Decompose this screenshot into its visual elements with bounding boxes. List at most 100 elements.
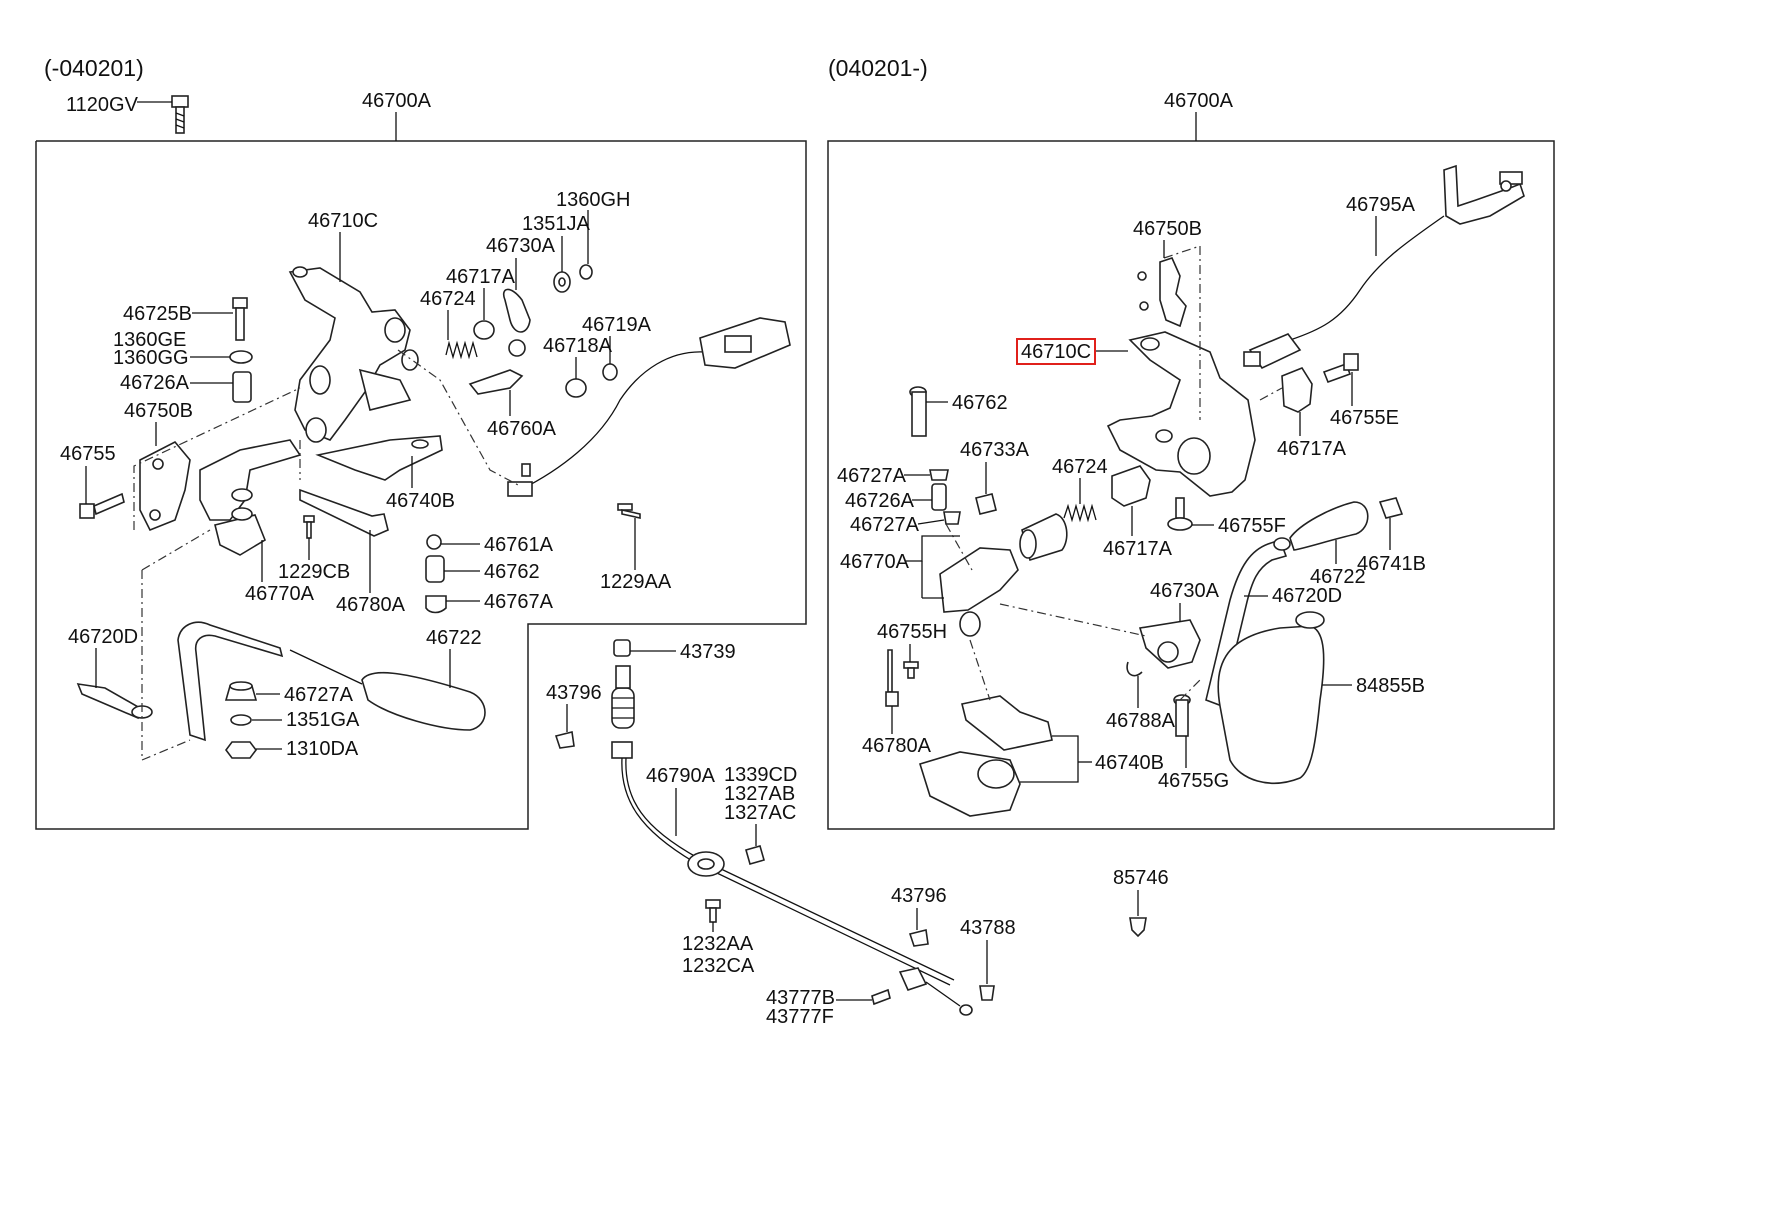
- part-label: 43777F: [766, 1006, 834, 1028]
- lever-icon: [468, 369, 524, 395]
- highlight-box: [1016, 338, 1096, 365]
- header-right: (040201-): [828, 55, 928, 81]
- shift-boot-icon: [1217, 611, 1325, 784]
- clip-icon: [908, 929, 929, 947]
- part-label: 46733A: [960, 439, 1030, 461]
- part-label: 1232AA: [682, 933, 754, 955]
- bushing-icon: [979, 985, 995, 1001]
- screw-icon: [617, 503, 641, 519]
- part-label: 46730A: [486, 235, 556, 257]
- part-label: 46790A: [646, 765, 716, 787]
- part-label: 43796: [546, 682, 602, 704]
- clip-icon: [1378, 497, 1404, 519]
- part-label: 46722: [426, 627, 482, 649]
- part-label: 46717A: [1277, 438, 1347, 460]
- part-label: 84855B: [1356, 675, 1425, 697]
- part-label: 46741B: [1357, 553, 1426, 575]
- part-label: 46788A: [1106, 710, 1176, 732]
- ball-stud-icon: [503, 288, 531, 357]
- spacer-icon: [232, 371, 252, 403]
- part-label: 46726A: [845, 490, 915, 512]
- clip-icon: [1126, 661, 1143, 677]
- shift-bracket-icon: [288, 266, 419, 443]
- bolt-icon: [705, 899, 721, 923]
- part-label: 46762: [952, 392, 1008, 414]
- knob-icon: [1289, 501, 1369, 551]
- part-label: 1229CB: [278, 561, 350, 583]
- part-label: 46730A: [1150, 580, 1220, 602]
- part-label: 46740B: [386, 490, 455, 512]
- spacer-icon: [931, 483, 947, 511]
- part-label: 1339CD: [724, 764, 797, 786]
- shift-bracket-icon: [1106, 331, 1256, 497]
- part-label: 46770A: [840, 551, 910, 573]
- cable-end-icon: [611, 665, 635, 759]
- washer-icon: [602, 363, 618, 381]
- part-label: 1327AC: [724, 802, 796, 824]
- bolt-icon: [1322, 353, 1359, 384]
- pin-icon: [909, 386, 927, 437]
- part-label: 1351GA: [286, 709, 360, 731]
- bushing-icon: [473, 320, 495, 340]
- part-label: 1360GG: [113, 347, 189, 369]
- part-label: 1120GV: [66, 94, 139, 116]
- part-label: 1351JA: [522, 213, 590, 235]
- bushing-icon: [929, 469, 949, 481]
- pin-plate-icon: [299, 488, 389, 537]
- part-label: 46770A: [245, 583, 315, 605]
- part-label: 46740B: [1095, 752, 1164, 774]
- part-label: 46760A: [487, 418, 557, 440]
- plate-icon: [961, 695, 1053, 751]
- part-label: 46750B: [124, 400, 193, 422]
- left-assembly-frame: [35, 112, 807, 830]
- bolt-icon: [1167, 497, 1193, 531]
- bushing-icon: [425, 555, 445, 583]
- part-label: 46755: [60, 443, 116, 465]
- cable-icon: [507, 317, 791, 497]
- part-label: 46780A: [862, 735, 932, 757]
- header-left: (-040201): [44, 55, 144, 81]
- bolt-icon: [79, 492, 125, 519]
- part-label: 85746: [1113, 867, 1169, 889]
- part-label: 46700A: [362, 90, 432, 112]
- left-parts-drawing: [76, 95, 791, 761]
- clip-icon: [426, 534, 442, 550]
- part-label: 46750B: [1133, 218, 1202, 240]
- cable-icon: [1243, 164, 1525, 370]
- part-label: 46755H: [877, 621, 947, 643]
- part-label: 46717A: [1103, 538, 1173, 560]
- bolt-icon: [171, 95, 189, 134]
- part-label: 1360GE: [113, 329, 186, 351]
- bushing-icon: [613, 639, 631, 657]
- part-label: 46725B: [123, 303, 192, 325]
- part-label-highlighted: 46710C: [1021, 341, 1091, 363]
- nut-icon: [225, 741, 257, 759]
- pin-plate-icon: [887, 649, 893, 693]
- right-assembly-frame: [827, 112, 1555, 830]
- part-label: 1327AB: [724, 783, 795, 805]
- clip-icon: [554, 731, 575, 749]
- part-label: 46720D: [1272, 585, 1342, 607]
- detent-plate-icon: [1137, 257, 1187, 328]
- part-label: 46720D: [68, 626, 138, 648]
- detent-plate-icon: [139, 440, 191, 532]
- part-label: 46727A: [837, 465, 907, 487]
- washer-icon: [229, 350, 253, 364]
- bushing-icon: [565, 378, 587, 398]
- part-label: 46755E: [1330, 407, 1399, 429]
- ball-joint-icon: [1138, 619, 1201, 669]
- bushing-icon: [1281, 367, 1313, 413]
- part-label: 1360GH: [556, 189, 631, 211]
- part-label: 46755F: [1218, 515, 1286, 537]
- part-label: 46722: [1310, 566, 1366, 588]
- screw-icon: [303, 515, 315, 539]
- clip-icon: [871, 988, 891, 1006]
- part-label: 1232CA: [682, 955, 755, 977]
- part-label: 1229AA: [600, 571, 672, 593]
- nut-icon: [745, 845, 765, 865]
- shift-cable-drawing: [554, 639, 995, 1016]
- part-label: 43788: [960, 917, 1016, 939]
- part-label: 46755G: [1158, 770, 1229, 792]
- part-label: 46780A: [336, 594, 406, 616]
